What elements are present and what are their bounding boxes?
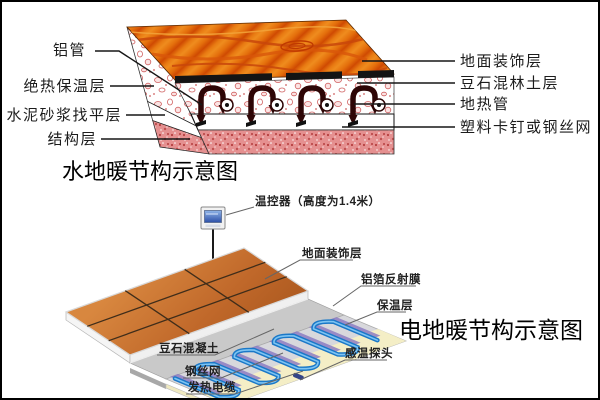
insulation-black-bars: [175, 70, 394, 83]
water-diagram-labels: 铝管 绝热保温层 水泥砂浆找平层 结构层 地面装饰层 豆石混林土层 地热管 塑料…: [6, 42, 592, 148]
concrete-side-edge: [130, 368, 166, 389]
label-foil-reflective-film: 铝箔反射膜: [361, 272, 421, 286]
label-wire-mesh: 钢丝网: [185, 364, 221, 378]
heating-pipes: [196, 85, 386, 125]
label-pea-gravel-concrete: 豆石混凝土: [159, 341, 219, 355]
tile-grout-lines: [87, 261, 287, 342]
electric-diagram-title: 电地暖节构示意图: [399, 318, 583, 343]
leader-floor-finish: [264, 259, 353, 280]
label-heating-cable: 发热电缆: [187, 380, 236, 394]
leader-lines-right: [342, 60, 455, 128]
heating-pipe: [246, 85, 284, 125]
label-floor-finish-layer: 地面装饰层: [460, 53, 543, 70]
label-pea-gravel-layer: 豆石混林土层: [460, 75, 559, 92]
tile-surface: [64, 247, 310, 356]
clip-mark: [348, 120, 358, 127]
label-insulation-layer: 绝热保温层: [23, 78, 106, 95]
black-bar-segment: [286, 71, 342, 80]
thermostat: [200, 206, 226, 272]
electric-diagram-labels: 温控器（高度为1.4米） 地面装饰层 铝箔反射膜 保温层 感温探头 豆石混凝土 …: [159, 194, 421, 394]
clip-mark: [296, 120, 306, 127]
leader-cable: [186, 370, 304, 395]
insulation-side-edge: [165, 383, 201, 398]
label-aluminum-pipe: 铝管: [53, 42, 86, 59]
label-clips-or-mesh: 塑料卡钉或钢丝网: [460, 119, 592, 136]
electric-diagram-leaders: [157, 206, 416, 395]
temperature-sensor: [293, 372, 304, 380]
electric-heating-diagram: 温控器（高度为1.4米） 地面装饰层 铝箔反射膜 保温层 感温探头 豆石混凝土 …: [64, 194, 583, 398]
label-insulation-layer: 保温层: [376, 298, 413, 312]
heating-pipe: [348, 85, 386, 125]
water-diagram-title: 水地暖节构示意图: [62, 159, 238, 184]
plastic-clips: [196, 120, 358, 127]
tile-layer: [64, 247, 310, 364]
leader-lines-left: [95, 50, 203, 140]
leader-foil: [332, 285, 416, 307]
cable-core: [174, 320, 379, 398]
black-bar-segment: [175, 73, 272, 83]
thermostat-buttons: [205, 224, 221, 227]
label-thermostat: 温控器（高度为1.4米）: [255, 194, 381, 208]
leader-aluminum-pipe: [95, 50, 203, 106]
label-floor-finish-layer: 地面装饰层: [302, 246, 362, 260]
structure-layer-front: [197, 129, 395, 155]
leader-mesh: [183, 352, 284, 379]
concrete-top-highlight: [129, 298, 309, 364]
leader-insulation: [344, 311, 406, 326]
heating-pipe: [296, 85, 334, 125]
block-left-face: [126, 26, 210, 155]
water-heating-diagram: 铝管 绝热保温层 水泥砂浆找平层 结构层 地面装饰层 豆石混林土层 地热管 塑料…: [6, 19, 592, 184]
label-temperature-sensor: 感温探头: [345, 346, 393, 360]
heating-cable: [172, 319, 380, 398]
clip-mark: [196, 120, 206, 127]
wood-top-face: [126, 19, 395, 81]
black-bar-segment: [358, 70, 394, 78]
leader-concrete: [157, 328, 275, 356]
heating-pipe: [196, 85, 234, 125]
label-structure-layer: 结构层: [47, 131, 97, 148]
clip-mark: [246, 120, 256, 127]
leader-sensor: [299, 359, 387, 381]
label-cement-leveling-layer: 水泥砂浆找平层: [6, 106, 122, 124]
label-heat-pipe: 地热管: [460, 96, 510, 113]
leader-thermostat: [225, 206, 255, 216]
thermostat-screen: [204, 210, 222, 223]
